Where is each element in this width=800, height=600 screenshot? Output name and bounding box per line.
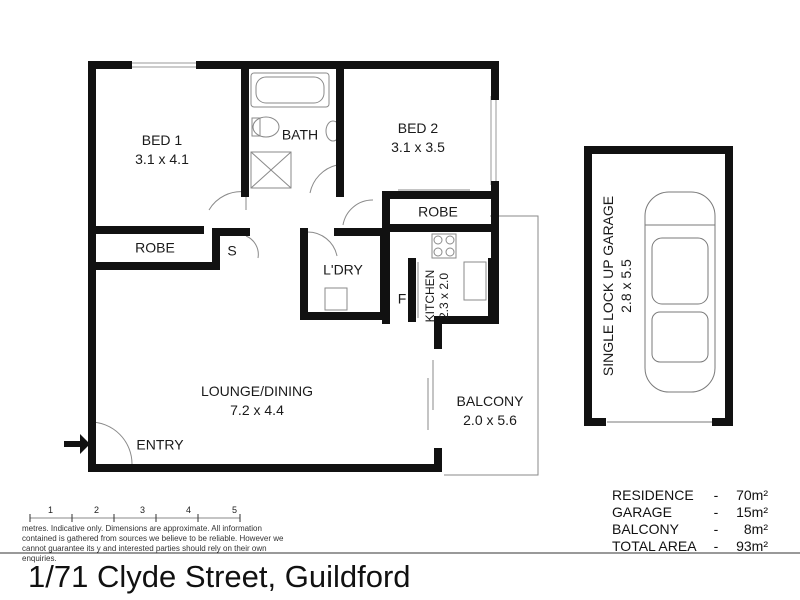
area-value: 15m²	[736, 504, 768, 520]
room-bath: BATH	[282, 126, 318, 145]
room-bed1: BED 1 3.1 x 4.1	[135, 131, 189, 169]
laundry-tub	[324, 287, 348, 311]
area-row-balcony: BALCONY - 8m²	[612, 521, 768, 538]
balcony-outline	[444, 215, 539, 476]
storage-door	[245, 235, 259, 259]
area-name: GARAGE	[612, 504, 672, 520]
area-summary: RESIDENCE - 70m² GARAGE - 15m² BALCONY -…	[612, 487, 768, 555]
robe1-name: ROBE	[135, 239, 175, 256]
disclaimer: metres. Indicative only. Dimensions are …	[22, 524, 284, 563]
room-bed2: BED 2 3.1 x 3.5	[391, 119, 445, 157]
area-dash: -	[713, 487, 719, 503]
scale-tick-1: 1	[48, 505, 54, 515]
area-dash: -	[713, 538, 719, 554]
laundry-name: L'DRY	[323, 261, 363, 278]
area-dash: -	[713, 504, 719, 520]
room-storage: S	[227, 242, 236, 261]
kitchen-size: 2.3 x 2.0	[437, 272, 451, 320]
laundry-door	[306, 231, 338, 257]
entry-arrow-icon	[64, 434, 90, 454]
scale-tick-4: 4	[186, 505, 192, 515]
storage-name: S	[227, 242, 237, 259]
area-row-residence: RESIDENCE - 70m²	[612, 487, 768, 504]
car-icon	[644, 191, 716, 393]
robe2-name: ROBE	[418, 203, 458, 220]
fridge-name: F	[397, 290, 407, 307]
shower	[250, 151, 292, 189]
area-value: 70m²	[736, 487, 768, 503]
bathtub	[250, 72, 330, 108]
bed1-door	[208, 191, 247, 211]
area-name: TOTAL AREA	[612, 538, 697, 554]
garage-name: SINGLE LOCK UP GARAGE	[600, 195, 616, 377]
entry-name: ENTRY	[136, 436, 184, 453]
bathtub-inner	[255, 76, 325, 104]
area-name: RESIDENCE	[612, 487, 694, 503]
bed2-door	[342, 199, 374, 226]
entry-door	[89, 421, 133, 465]
room-balcony: BALCONY 2.0 x 5.6	[457, 392, 524, 430]
cooktop	[431, 233, 457, 259]
area-value: 8m²	[743, 521, 768, 537]
toilet	[252, 116, 280, 138]
room-robe2: ROBE	[418, 203, 458, 222]
bed1-size: 3.1 x 4.1	[135, 151, 189, 167]
area-name: BALCONY	[612, 521, 679, 537]
kitchen-sink	[463, 261, 487, 301]
bed1-name: BED 1	[141, 132, 183, 148]
bath-door	[309, 164, 338, 194]
room-laundry: L'DRY	[323, 261, 363, 280]
room-kitchen: KITCHEN 2.3 x 2.0	[423, 270, 451, 323]
balcony-name: BALCONY	[456, 393, 524, 409]
property-address: 1/71 Clyde Street, Guildford	[28, 559, 411, 594]
room-lounge: LOUNGE/DINING 7.2 x 4.4	[201, 382, 313, 420]
room-robe1: ROBE	[135, 239, 175, 258]
outer-wall	[88, 61, 442, 472]
garage-size: 2.8 x 5.5	[618, 259, 634, 313]
area-row-garage: GARAGE - 15m²	[612, 504, 768, 521]
area-value: 93m²	[736, 538, 768, 554]
area-dash: -	[713, 521, 719, 537]
bed2-size: 3.1 x 3.5	[391, 139, 445, 155]
balcony-size: 2.0 x 5.6	[463, 412, 517, 428]
scale-tick-3: 3	[140, 505, 146, 515]
lounge-name: LOUNGE/DINING	[200, 383, 314, 399]
bed2-name: BED 2	[397, 120, 439, 136]
bath-name: BATH	[281, 126, 319, 143]
lounge-size: 7.2 x 4.4	[230, 402, 284, 418]
room-entry: ENTRY	[136, 436, 183, 455]
room-fridge: F	[398, 290, 407, 309]
area-row-total: TOTAL AREA - 93m²	[612, 538, 768, 555]
kitchen-name: KITCHEN	[423, 269, 437, 323]
scale-tick-2: 2	[94, 505, 100, 515]
room-garage: SINGLE LOCK UP GARAGE 2.8 x 5.5	[599, 196, 635, 376]
scale-tick-5: 5	[232, 505, 238, 515]
